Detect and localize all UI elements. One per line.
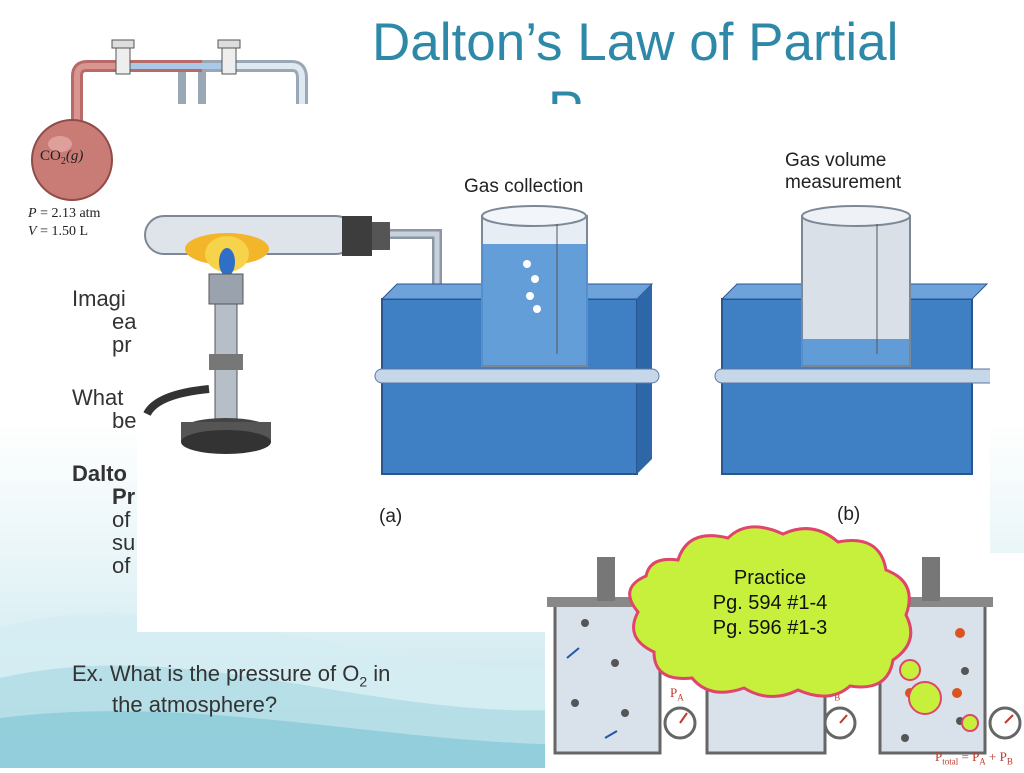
label-ptotal: Ptotal = PA + PB [935, 749, 1013, 767]
label-gas-volume-1: Gas volume [785, 150, 887, 171]
flask-drawing [31, 39, 308, 201]
label-b: (b) [837, 504, 861, 525]
practice-title: Practice [733, 567, 807, 589]
label-pa: PA [670, 685, 684, 703]
bullet-1-cont-1: ea [112, 309, 137, 334]
bullet-3-cont-4: of [112, 553, 131, 578]
flask-volume: V = 1.50 L [28, 224, 89, 239]
bullet-3-cont-3: su [112, 530, 136, 555]
practice-page-2: Pg. 596 #1-3 [712, 617, 828, 639]
label-gas-collection: Gas collection [464, 176, 584, 197]
practice-callout-cloud [628, 525, 921, 698]
label-a: (a) [379, 506, 403, 527]
bullet-3-cont-2: of [112, 507, 131, 532]
bullet-1: Imagi ea pr [72, 287, 136, 356]
bullet-3-first: Dalto [72, 461, 127, 486]
bullet-3: Dalto Pr of su of [72, 462, 135, 577]
bullet-1-cont-2: pr [112, 332, 132, 357]
example-prefix: Ex. What is the pressure of O [72, 661, 360, 686]
bullet-2-cont-1: be [112, 408, 137, 433]
bullet-2-first: What [72, 385, 124, 410]
example-question: Ex. What is the pressure of O2 in the at… [72, 662, 390, 716]
apparatus-drawing [143, 205, 1000, 475]
practice-callout-text: Practice Pg. 594 #1-4 Pg. 596 #1-3 [652, 566, 888, 641]
gas-collection-figure: Gas collection Gas volume measurement (a… [137, 104, 1000, 632]
bullet-1-first: Imagi [72, 286, 126, 311]
label-gas-volume-2: measurement [785, 172, 902, 193]
practice-page-1: Pg. 594 #1-4 [712, 592, 828, 614]
example-suffix: in [367, 661, 391, 686]
bullet-2: What be [72, 386, 136, 432]
flask-pressure: P = 2.13 atm [28, 206, 101, 221]
example-line2: the atmosphere? [112, 692, 278, 718]
example-sub: 2 [359, 673, 368, 690]
slide-title: Dalton’s Law of Partial [372, 13, 899, 72]
flask-gas-label: CO2(g) [40, 148, 84, 167]
bullet-3-cont-1: Pr [112, 484, 136, 509]
